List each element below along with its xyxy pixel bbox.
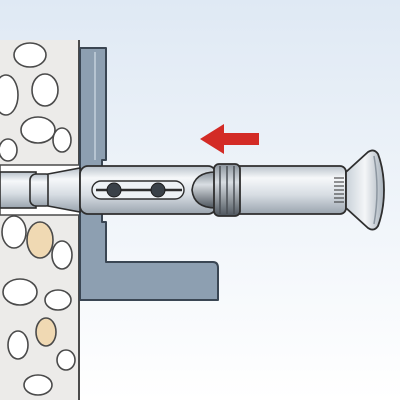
stone-tan [26, 221, 54, 259]
sleeve-dome [191, 171, 217, 209]
stone [52, 127, 72, 153]
stone [2, 278, 38, 306]
stone-tan [35, 317, 57, 347]
expansion-cone [47, 167, 81, 213]
stone [20, 116, 56, 144]
stone [1, 215, 27, 249]
stone [31, 73, 59, 107]
arrow-head [200, 124, 224, 154]
wall-stones [0, 42, 76, 396]
masonry-wall [0, 40, 83, 400]
stone [44, 289, 72, 311]
stone [0, 74, 19, 116]
arrow-left-icon [200, 124, 259, 154]
stone [13, 42, 47, 68]
stone [23, 374, 53, 396]
stone [51, 240, 73, 270]
stone [7, 330, 29, 360]
rod-ball [106, 182, 122, 198]
knurling [334, 177, 344, 203]
head-face [373, 155, 378, 225]
stone [56, 349, 76, 371]
anchor-bolt [0, 149, 385, 231]
arrow-shaft [220, 133, 259, 145]
rod-ball [150, 182, 166, 198]
countersunk-head [345, 149, 385, 231]
stone [0, 138, 18, 162]
